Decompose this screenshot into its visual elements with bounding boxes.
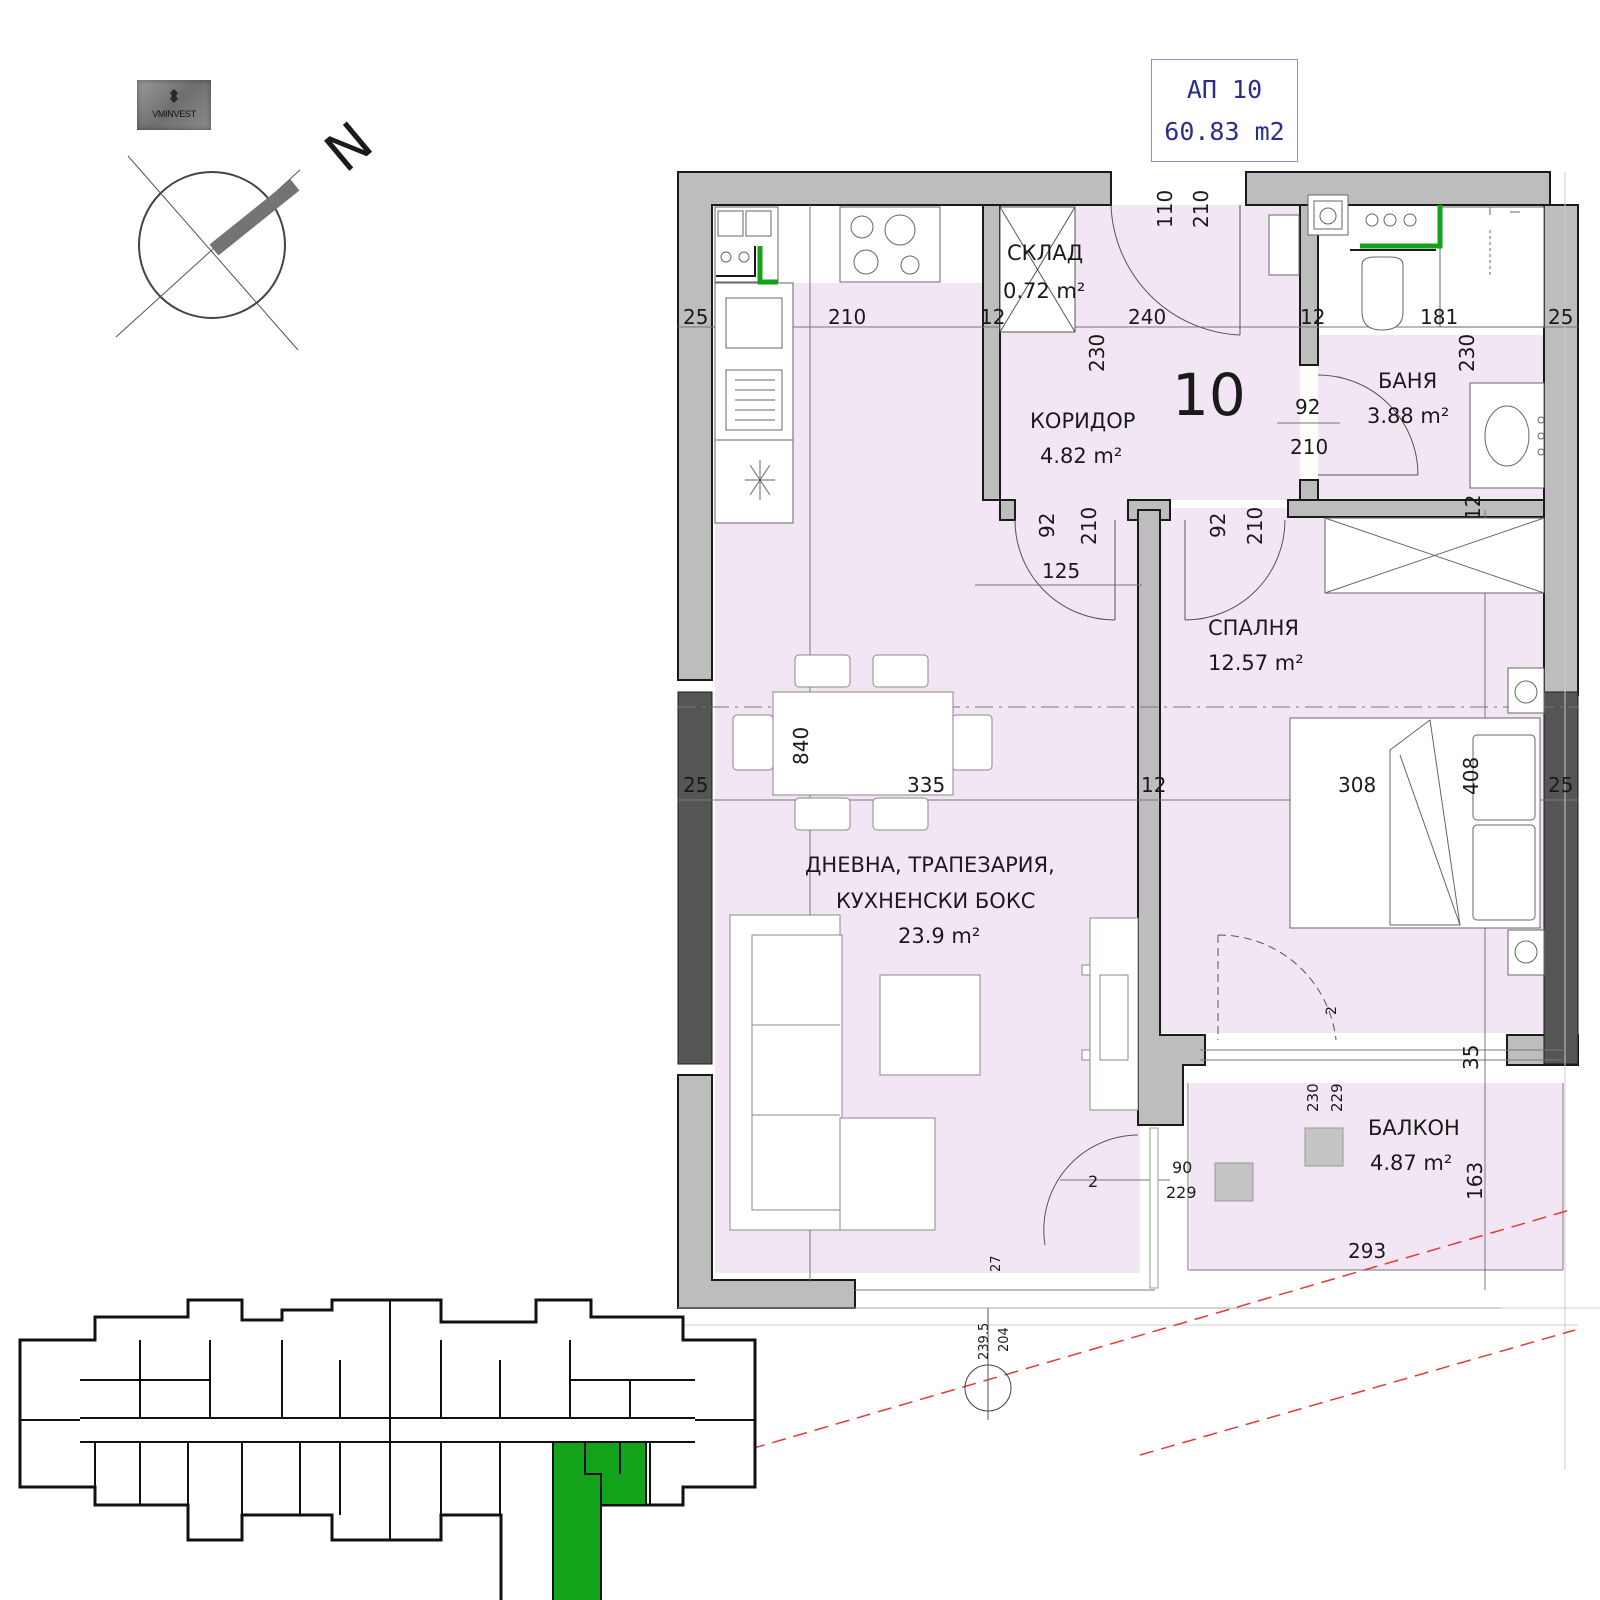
facade-right (1543, 691, 1579, 1065)
dim-label: 92 (1295, 395, 1320, 419)
developer-logo: VMINVEST (137, 80, 211, 130)
apartment-label: АП 10 (1186, 75, 1263, 104)
dim-label: 125 (1042, 559, 1080, 583)
dim-label: 210 (828, 305, 866, 329)
wall-living-bedroom (1137, 509, 1206, 1126)
dim-label: 110 (1153, 190, 1177, 228)
dim-label: 12 (1300, 305, 1325, 329)
dim-label: 2 (1088, 1172, 1098, 1191)
dim-label: 90 (1172, 1158, 1192, 1177)
dim-label: 12 (1461, 495, 1485, 520)
dim-label: 293 (1348, 1239, 1386, 1263)
balcony-name: БАЛКОН (1368, 1116, 1460, 1140)
bedroom-name: СПАЛНЯ (1208, 616, 1299, 640)
bath-door-swing (1317, 374, 1419, 476)
dim-label: 210 (1189, 190, 1213, 228)
wall-corridor-bottom-b (1287, 499, 1545, 518)
facade-left (677, 691, 713, 1065)
dim-label: 92 (1206, 513, 1230, 538)
dim-label: 229 (1328, 1083, 1346, 1112)
balcony-objects (1149, 1127, 1344, 1289)
room-fills (715, 205, 1563, 1273)
wall-top-left (677, 171, 1112, 681)
doors (1014, 204, 1419, 1246)
dim-label: 163 (1463, 1162, 1487, 1200)
facade-segments (677, 691, 1579, 1065)
corridor-name: КОРИДОР (1030, 409, 1135, 433)
dim-label: 25 (683, 773, 708, 797)
dim-label: 239.5 (977, 1323, 992, 1360)
living-area: 23.9 m² (898, 924, 980, 948)
dim-label: 35 (1459, 1045, 1483, 1070)
dim-label: 408 (1459, 757, 1483, 795)
dim-label: 230 (1304, 1083, 1322, 1112)
living-door-swing (1014, 519, 1116, 621)
apartment-total-area: 60.83 m2 (1164, 117, 1285, 146)
dim-label: 2 (1324, 1006, 1340, 1015)
living-name-line1: ДНЕВНА, ТРАПЕЗАРИЯ, (805, 853, 1055, 877)
balcony-door-swing-right (1217, 934, 1337, 1041)
storage-area: 0.72 m² (1003, 279, 1085, 303)
dim-label: 12 (1141, 773, 1166, 797)
storage-name: СКЛАД (1007, 241, 1083, 265)
bedroom-area: 12.57 m² (1208, 651, 1304, 675)
kitchen-fixtures (714, 206, 941, 524)
axis-lines (729, 1209, 1576, 1456)
dim-label: 25 (1548, 305, 1573, 329)
wall-top-right (1245, 171, 1551, 206)
wall-right-top (1543, 204, 1579, 696)
dim-label: 27 (989, 1255, 1004, 1272)
north-label: N (313, 110, 384, 184)
dim-label: 210 (1077, 507, 1101, 545)
bathroom-fixtures (1268, 194, 1545, 489)
bathroom-name: БАНЯ (1378, 369, 1437, 393)
key-plan-highlighted-apartment (552, 1441, 647, 1600)
dim-label: 204 (997, 1327, 1012, 1352)
bedroom-furniture (1289, 517, 1545, 976)
corridor-area: 4.82 m² (1040, 444, 1122, 468)
dim-label: 230 (1085, 334, 1109, 372)
dim-label: 92 (1035, 513, 1059, 538)
living-name-line2: КУХНЕНСКИ БОКС (836, 889, 1035, 913)
apartment-label-box: АП 10 60.83 m2 (1151, 59, 1298, 162)
north-arrow: N (115, 110, 385, 351)
dim-label: 210 (1290, 435, 1328, 459)
bedroom-door-swing (1184, 519, 1286, 621)
bathroom-area: 3.88 m² (1367, 404, 1449, 428)
balcony-area: 4.87 m² (1370, 1151, 1452, 1175)
key-plan (18, 1298, 757, 1600)
dim-label: 25 (683, 305, 708, 329)
dim-label: 335 (907, 773, 945, 797)
logo-emblem-icon (170, 89, 178, 103)
dim-label: 210 (1243, 507, 1267, 545)
entry-door-swing (1110, 204, 1241, 336)
logo-text: VMINVEST (152, 109, 196, 119)
dim-label: 25 (1548, 773, 1573, 797)
dim-label: 308 (1338, 773, 1376, 797)
balcony-door-swing-left (1043, 1134, 1139, 1246)
living-furniture (729, 654, 1139, 1231)
dim-label: 12 (980, 305, 1005, 329)
wall-bath-left-low (1299, 479, 1319, 501)
dim-label: 229 (1166, 1183, 1197, 1202)
apartment-number: 10 (1172, 361, 1246, 429)
room-labels: СКЛАД 0.72 m² КОРИДОР 4.82 m² БАНЯ 3.88 … (805, 241, 1460, 1175)
dim-label: 230 (1455, 334, 1479, 372)
storage-closet (999, 206, 1076, 333)
dimension-labels: 25 210 12 240 12 181 25 110 210 230 230 … (683, 190, 1573, 1360)
dim-label: 240 (1128, 305, 1166, 329)
dim-label: 840 (789, 727, 813, 765)
dim-label: 181 (1420, 305, 1458, 329)
